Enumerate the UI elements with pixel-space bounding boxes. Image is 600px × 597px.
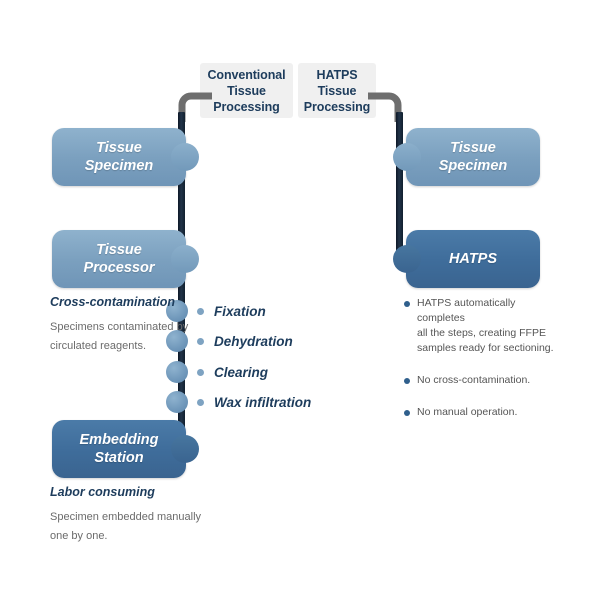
step-bullet-icon xyxy=(197,337,204,345)
connector-knob-icon xyxy=(393,143,421,171)
list-item: HATPS automatically completes all the st… xyxy=(404,296,564,356)
box-right-tissue-specimen[interactable]: Tissue Specimen xyxy=(393,128,540,186)
bullet-icon xyxy=(404,301,410,307)
step-clearing[interactable]: Clearing xyxy=(166,357,268,387)
step-fixation-label: Fixation xyxy=(214,303,266,319)
annotation-labor-consuming-title: Labor consuming xyxy=(50,485,155,499)
step-node-icon xyxy=(166,391,188,413)
header-hatps-tissue-processing: HATPS Tissue Processing xyxy=(298,63,376,118)
header-conventional-tissue-processing: Conventional Tissue Processing xyxy=(200,63,293,118)
box-right-hatps[interactable]: HATPS xyxy=(393,230,540,288)
annotation-cross-contamination-body: Specimens contaminated by circulated rea… xyxy=(50,321,189,352)
hatps-benefit-1-text: HATPS automatically completes all the st… xyxy=(417,297,554,354)
hatps-benefit-3-text: No manual operation. xyxy=(417,406,518,418)
step-node-icon xyxy=(166,300,188,322)
step-dehydration-label: Dehydration xyxy=(214,333,293,349)
list-item: No manual operation. xyxy=(404,405,564,420)
connector-knob-icon xyxy=(171,245,199,273)
step-wax-infiltration-label: Wax infiltration xyxy=(214,394,312,410)
step-node-icon xyxy=(166,361,188,383)
step-node-icon xyxy=(166,330,188,352)
box-left-embedding-station-label: Embedding Station xyxy=(79,432,159,466)
connector-knob-icon xyxy=(171,435,199,463)
connector-knob-icon xyxy=(171,143,199,171)
header-conventional-label: Conventional Tissue Processing xyxy=(207,67,286,114)
box-left-tissue-specimen-label: Tissue Specimen xyxy=(84,140,154,174)
list-item: No cross-contamination. xyxy=(404,373,564,388)
box-left-tissue-processor[interactable]: Tissue Processor xyxy=(52,230,199,288)
connector-knob-icon xyxy=(393,245,421,273)
step-bullet-icon xyxy=(197,368,204,376)
annotation-labor-consuming-body: Specimen embedded manually one by one. xyxy=(50,511,202,542)
connector-elbow-right-icon xyxy=(366,90,406,122)
header-hatps-label: HATPS Tissue Processing xyxy=(303,67,371,114)
step-clearing-label: Clearing xyxy=(214,364,269,380)
box-right-tissue-specimen-label: Tissue Specimen xyxy=(438,140,508,174)
box-left-embedding-station[interactable]: Embedding Station xyxy=(52,420,199,478)
box-left-tissue-specimen[interactable]: Tissue Specimen xyxy=(52,128,199,186)
spine-left-middle xyxy=(178,160,185,265)
step-bullet-icon xyxy=(197,398,204,406)
step-wax-infiltration[interactable]: Wax infiltration xyxy=(166,387,311,417)
bullet-icon xyxy=(404,410,410,416)
connector-elbow-left-icon xyxy=(174,90,214,122)
step-fixation[interactable]: Fixation xyxy=(166,296,266,326)
step-bullet-icon xyxy=(197,307,204,315)
step-dehydration[interactable]: Dehydration xyxy=(166,326,293,356)
spine-right xyxy=(396,112,403,262)
bullet-icon xyxy=(404,378,410,384)
spine-left-steps xyxy=(178,262,185,447)
box-right-hatps-label: HATPS xyxy=(448,251,498,267)
hatps-benefit-2-text: No cross-contamination. xyxy=(417,374,531,386)
hatps-benefits-list: HATPS automatically completes all the st… xyxy=(404,296,564,437)
box-left-tissue-processor-label: Tissue Processor xyxy=(83,242,155,276)
annotation-cross-contamination-title: Cross-contamination xyxy=(50,295,176,309)
